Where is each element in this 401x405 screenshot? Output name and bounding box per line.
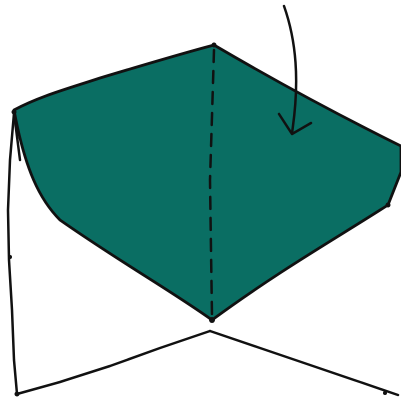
flap-left-point (12, 110, 17, 115)
corner-point-left-mid (8, 255, 12, 259)
left-edge-line (8, 113, 17, 394)
bottom-right-edge-line (210, 331, 398, 395)
corner-point-bottom-left (15, 392, 20, 397)
fold-flap-shape (14, 45, 401, 320)
flap-bottom-point (209, 317, 215, 323)
corner-point-bottom-right (383, 391, 387, 395)
bottom-left-edge-line (17, 331, 210, 394)
flap-top-point (212, 43, 217, 48)
flap-right-point (386, 203, 391, 208)
fold-flap (12, 43, 401, 324)
